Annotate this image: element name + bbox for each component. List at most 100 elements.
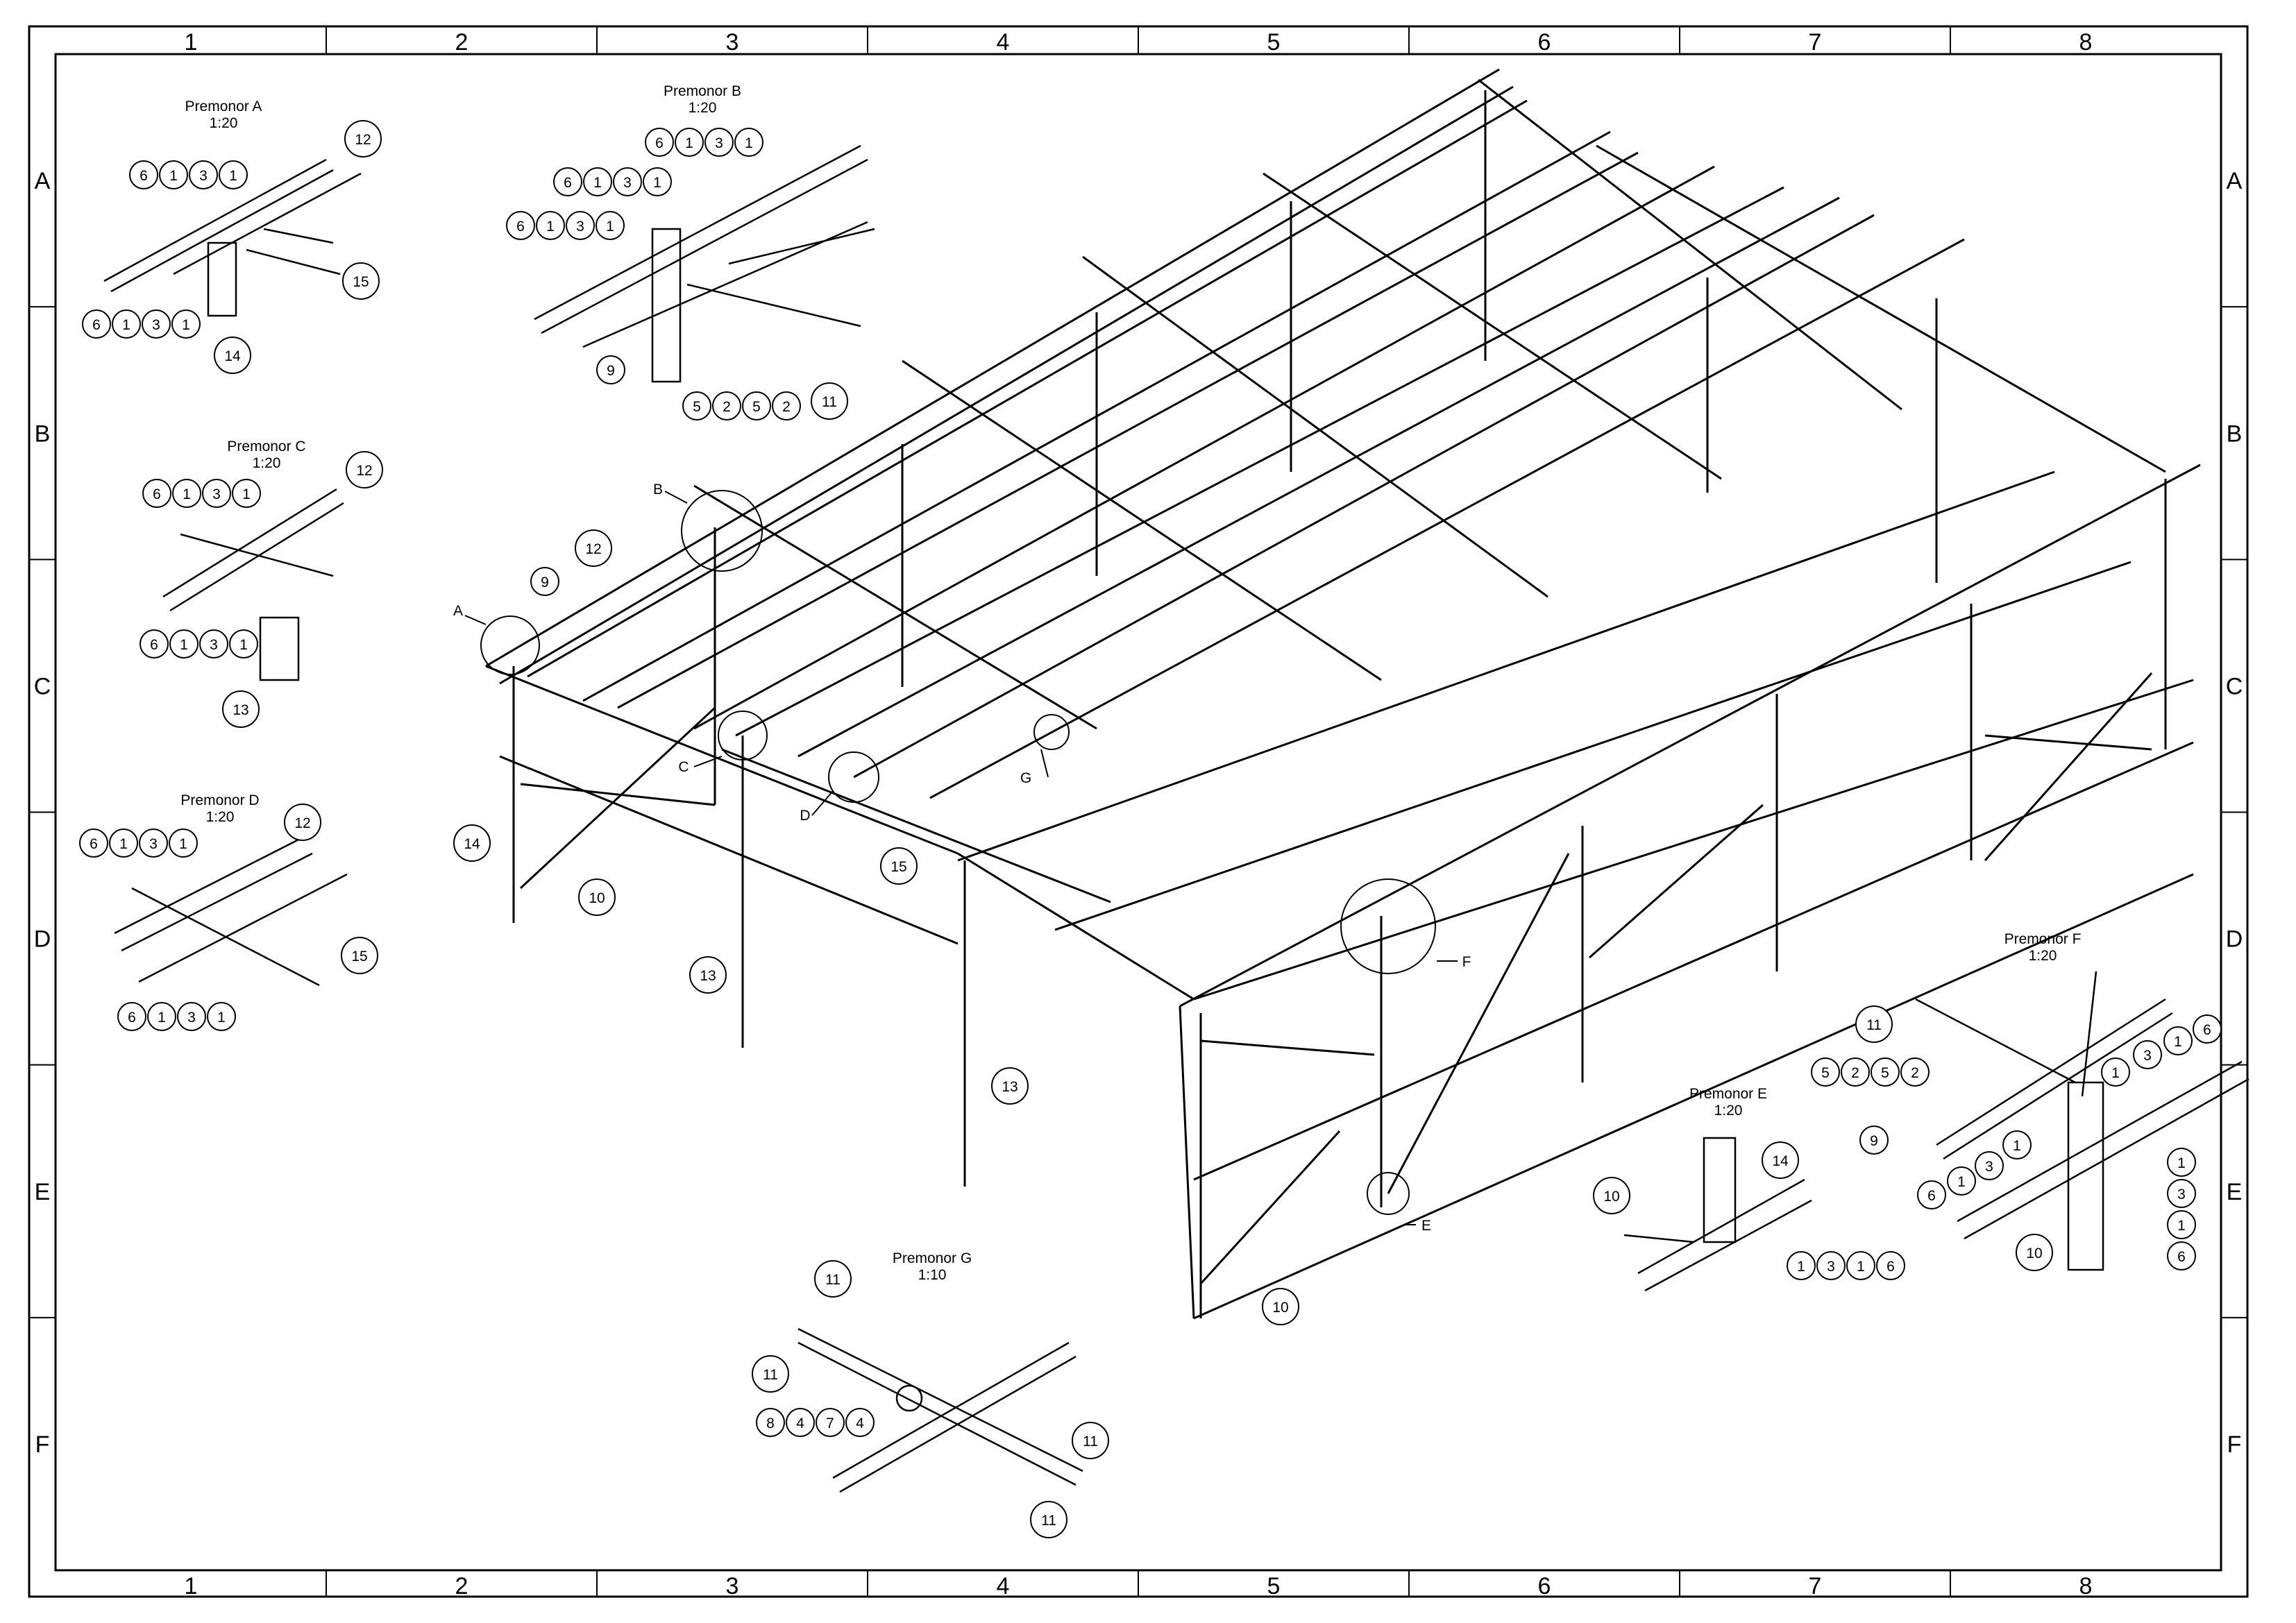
balloon-circle [645, 128, 674, 157]
balloon-label: 1 [183, 486, 191, 502]
balloon-label: 6 [564, 175, 572, 191]
grid-row-label: C [34, 673, 51, 699]
balloon-a: 15 [342, 262, 380, 300]
balloon-circle [2101, 1057, 2130, 1087]
detail-d-scale: 1:20 [206, 809, 235, 825]
balloon-circle [139, 829, 168, 858]
balloon-circle [1900, 1057, 1930, 1087]
balloon-circle [142, 479, 171, 508]
grid-row-label: A [35, 168, 51, 194]
balloon-label: 15 [890, 859, 906, 875]
grid-row-label: D [34, 926, 51, 953]
balloon-g: 11 [752, 1355, 789, 1393]
balloon-circle [643, 167, 672, 196]
balloon-g: 11 [814, 1260, 852, 1298]
balloon-e: 10 [1593, 1177, 1630, 1214]
balloon-circle [82, 309, 111, 339]
detail-c-title: Premonor C [227, 439, 305, 454]
grid-column-label: 8 [2079, 29, 2093, 56]
balloon-label: 1 [239, 637, 248, 653]
balloon-label: 15 [353, 274, 369, 290]
balloon-label: 3 [2143, 1048, 2152, 1064]
balloon-b: 3 [704, 128, 734, 157]
callout-circle-d [828, 751, 879, 803]
balloon-label: 1 [179, 836, 187, 852]
balloon-circle [1030, 1501, 1067, 1538]
balloon-circle [2163, 1026, 2193, 1055]
balloon-circle [219, 160, 248, 189]
balloon-f: 11 [1855, 1005, 1893, 1043]
balloon-a: 1 [171, 309, 201, 339]
balloon-label: 2 [782, 399, 791, 415]
balloon-circle [1855, 1005, 1893, 1043]
callout-circle-e [1367, 1172, 1410, 1215]
balloon-a: 1 [112, 309, 141, 339]
balloon-circle [344, 120, 382, 158]
balloon-label: 3 [2177, 1187, 2186, 1203]
detail-g-scale: 1:10 [918, 1267, 947, 1283]
grid-row-label: F [35, 1431, 50, 1458]
balloon-label: 6 [1886, 1259, 1895, 1275]
balloon-circle [1871, 1057, 1900, 1087]
balloon-label: 1 [180, 637, 188, 653]
balloon-label: 4 [796, 1416, 804, 1431]
balloon-a: 1 [219, 160, 248, 189]
detail-g-geometry [797, 1327, 1083, 1493]
balloon-label: 3 [210, 637, 218, 653]
balloon-f: 6 [2167, 1241, 2196, 1271]
balloon-label: 5 [1881, 1065, 1889, 1081]
balloon-f: 1 [2167, 1210, 2196, 1239]
balloon-circle [506, 211, 535, 240]
balloon-c: 3 [199, 629, 228, 658]
balloon-f: 5 [1811, 1057, 1840, 1087]
balloon-d: 3 [139, 829, 168, 858]
balloon-f: 1 [1947, 1166, 1976, 1196]
balloon-circle [2193, 1014, 2222, 1044]
grid-column-label: 3 [726, 29, 739, 56]
balloon-label: 1 [1857, 1259, 1865, 1275]
balloon-label: 1 [158, 1010, 166, 1026]
balloon-circle [682, 391, 711, 420]
balloon-b: 3 [613, 167, 642, 196]
balloon-circle [1917, 1180, 1946, 1209]
balloon-circle [171, 309, 201, 339]
balloon-circle [1816, 1251, 1846, 1280]
balloon-b: 1 [734, 128, 763, 157]
balloon-label: 11 [763, 1367, 778, 1383]
balloon-label: 1 [182, 317, 190, 333]
detail-c-geometry [162, 488, 344, 681]
detail-f-geometry [1915, 971, 2249, 1271]
balloon-label: 6 [90, 836, 98, 852]
balloon-circle [2016, 1234, 2053, 1271]
balloon-c: 1 [229, 629, 258, 658]
balloon-f: 3 [2133, 1040, 2162, 1069]
balloon-main: 13 [689, 956, 727, 994]
balloon-f: 3 [1975, 1151, 2004, 1180]
balloon-circle [613, 167, 642, 196]
balloon-label: 10 [1272, 1300, 1288, 1316]
balloon-f: 3 [2167, 1179, 2196, 1208]
balloon-circle [147, 1002, 176, 1031]
balloon-b: 3 [566, 211, 595, 240]
balloon-label: 2 [1911, 1065, 1919, 1081]
balloon-label: 1 [653, 175, 661, 191]
balloon-label: 5 [1821, 1065, 1830, 1081]
balloon-a: 12 [344, 120, 382, 158]
balloon-f: 5 [1871, 1057, 1900, 1087]
balloon-a: 3 [189, 160, 218, 189]
balloon-circle [772, 391, 801, 420]
callout-letter-e: E [1421, 1218, 1431, 1234]
grid-column-label: 5 [1267, 1573, 1281, 1599]
balloon-circle [553, 167, 582, 196]
balloon-label: 6 [128, 1010, 136, 1026]
grid-ticks [29, 26, 2247, 1597]
balloon-f: 1 [2101, 1057, 2130, 1087]
balloon-main: 10 [1262, 1288, 1299, 1325]
balloon-f: 6 [2193, 1014, 2222, 1044]
grid-row-label: D [2226, 926, 2243, 953]
detail-a-title: Premonor A [185, 99, 262, 114]
balloon-label: 1 [119, 836, 128, 852]
balloon-a: 3 [142, 309, 171, 339]
